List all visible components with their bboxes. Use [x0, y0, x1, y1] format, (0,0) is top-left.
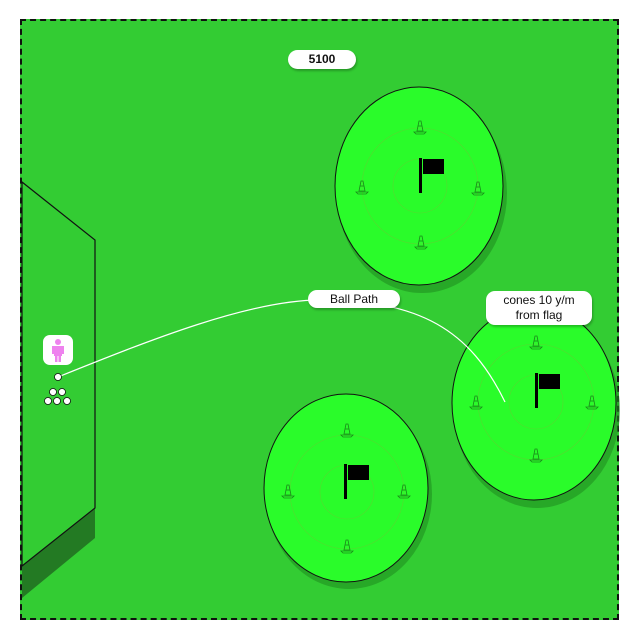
ball-path-label: Ball Path [308, 290, 400, 308]
score-label: 5100 [288, 50, 356, 69]
ball-icon [44, 397, 52, 405]
person-icon [52, 339, 64, 362]
cones-label-line1: cones 10 y/m [503, 293, 575, 307]
green-bottom-left [263, 393, 432, 589]
green-top [334, 86, 507, 293]
tee-area [21, 180, 96, 598]
ball-icon [54, 373, 62, 381]
ball-icon [58, 388, 66, 396]
ball-icon [53, 397, 61, 405]
ball-icon [49, 388, 57, 396]
cones-distance-label: cones 10 y/m from flag [486, 291, 592, 325]
green-right [451, 305, 620, 508]
balls [44, 373, 71, 405]
player-card [43, 335, 73, 365]
cones-label-line2: from flag [515, 308, 563, 322]
ball-path-line [57, 299, 506, 403]
ball-icon [63, 397, 71, 405]
